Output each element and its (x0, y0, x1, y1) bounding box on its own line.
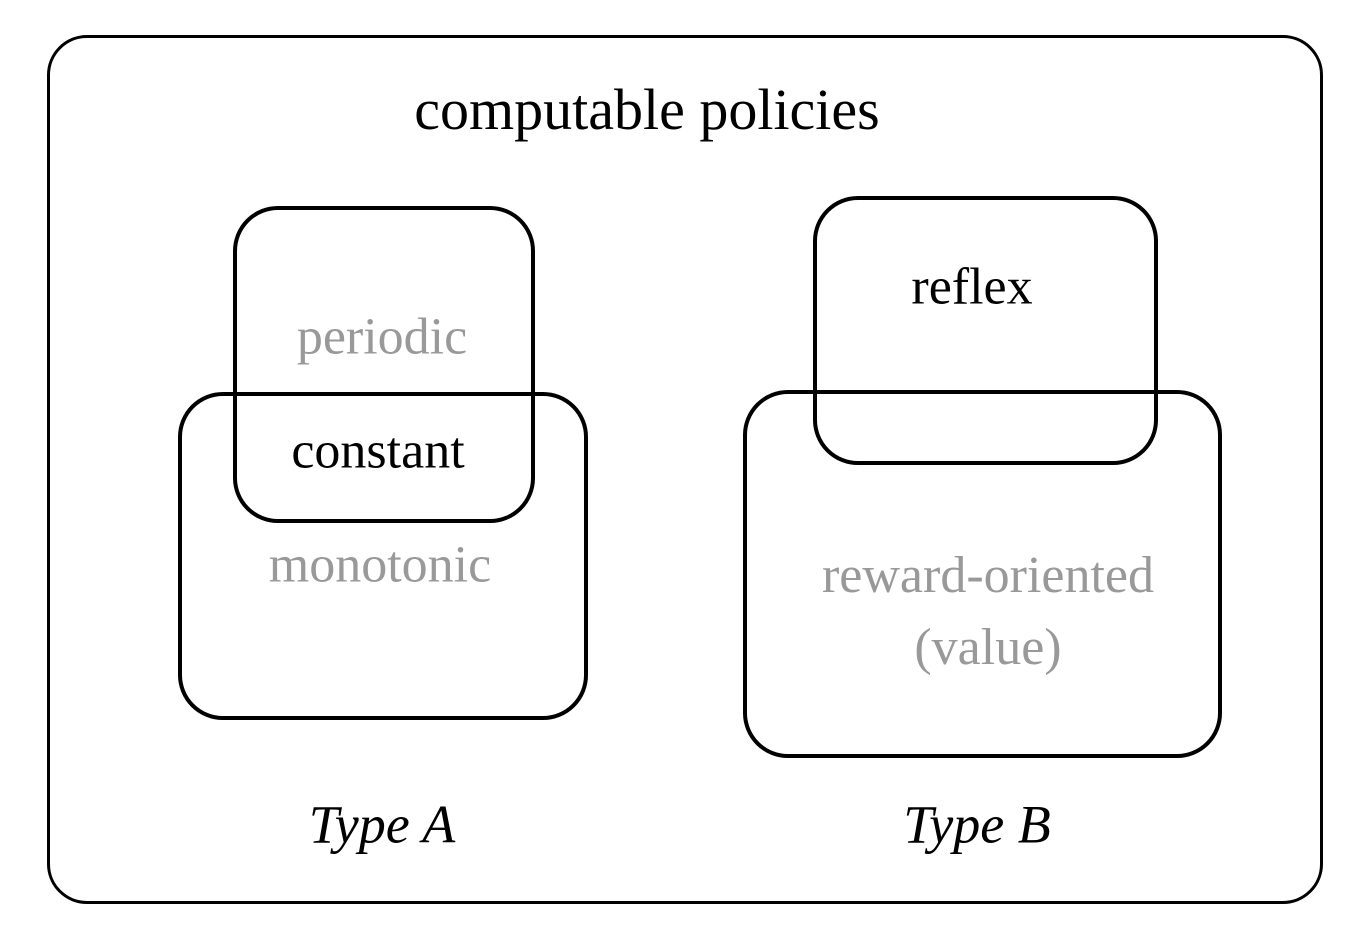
periodic-set-label: periodic (296, 308, 468, 366)
reflex-set-box (813, 196, 1158, 465)
reward-oriented-set-label: reward-oriented (value) (822, 540, 1154, 684)
reflex-set-label: reflex (911, 258, 1033, 316)
type-a-group-label: Type A (308, 794, 456, 855)
monotonic-set-label: monotonic (268, 536, 492, 594)
computable-policies-set-outline (47, 35, 1323, 904)
type-b-group-label: Type B (903, 794, 1051, 855)
periodic-set-box (233, 206, 535, 523)
diagram-title: computable policies (414, 77, 880, 143)
reward-oriented-set-box (743, 390, 1222, 758)
reward-oriented-label-line2: (value) (914, 619, 1062, 676)
monotonic-set-box (178, 392, 588, 720)
reward-oriented-label-line1: reward-oriented (821, 547, 1155, 604)
constant-intersection-label: constant (291, 422, 465, 480)
